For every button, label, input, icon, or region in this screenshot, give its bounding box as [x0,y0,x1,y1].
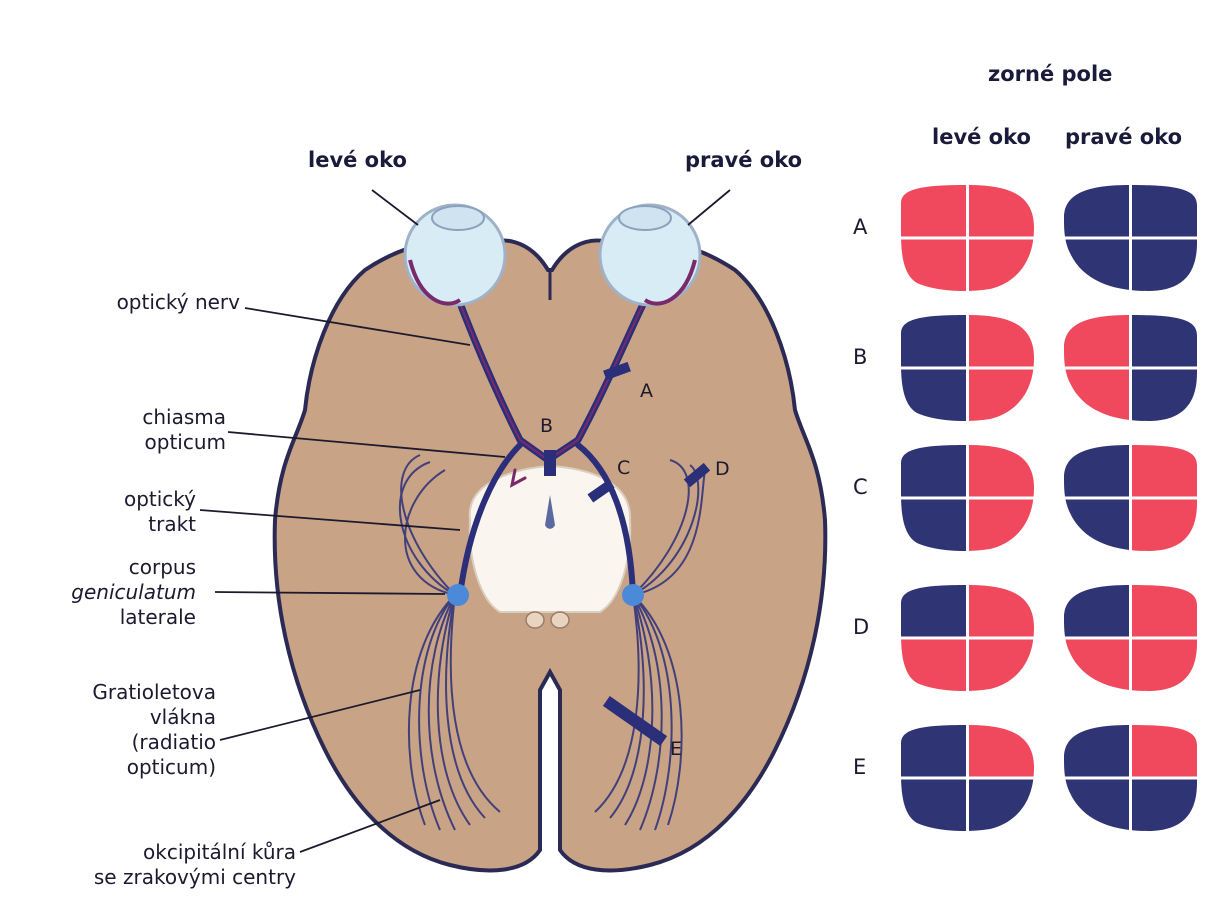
field-quadrant [968,238,1041,293]
right-eye-column-title: pravé oko [1065,125,1182,149]
gratiolet-line-3: (radiatio [92,730,216,755]
right-eye [600,205,700,305]
chiasma-line-1: chiasma [142,405,226,430]
field-row-label: D [853,615,869,639]
left-eye [405,205,505,305]
lesion-b-label: B [540,415,553,437]
field-quadrant [1131,313,1204,368]
lesion-e-label: E [670,738,682,760]
gratiolet-line-4: opticum) [92,755,216,780]
optic-tract-line-2: trakt [124,512,196,537]
occipital-line-2: se zrakovými centry [94,865,296,890]
visual-field-left-eye [895,443,1040,553]
field-quadrant [895,443,968,498]
field-quadrant [895,238,968,293]
field-quadrant [968,368,1041,423]
field-quadrant [1058,638,1131,693]
lgn-line-3: laterale [71,605,196,630]
chiasma-line-2: opticum [142,430,226,455]
mammillary-body-left [526,612,544,628]
visual-field-left-eye [895,183,1040,293]
field-quadrant [968,638,1041,693]
field-quadrant [1058,498,1131,553]
optic-nerve-label: optický nerv [117,290,240,315]
field-quadrant [895,723,968,778]
field-quadrant [1058,778,1131,833]
field-quadrant [1058,313,1131,368]
field-row-label: B [853,345,867,369]
lgn-line-1: corpus [71,555,196,580]
field-quadrant [968,443,1041,498]
field-quadrant [1131,778,1204,833]
field-quadrant [968,723,1041,778]
visual-field-left-eye [895,583,1040,693]
field-quadrant [895,183,968,238]
field-quadrant [1131,183,1204,238]
occipital-line-1: okcipitální kůra [94,840,296,865]
optic-tract-line-1: optický [124,487,196,512]
field-quadrant [895,778,968,833]
field-row-label: C [853,475,868,499]
field-quadrant [968,498,1041,553]
visual-field-right-eye [1058,583,1203,693]
field-row-label: E [853,755,866,779]
left-eye-column-title: levé oko [932,125,1031,149]
optic-nerve-text: optický nerv [117,290,240,314]
visual-field-right-eye [1058,183,1203,293]
field-quadrant [1131,443,1204,498]
field-quadrant [968,583,1041,638]
field-quadrant [968,183,1041,238]
field-row-label: A [853,215,867,239]
gratiolet-label: Gratioletova vlákna (radiatio opticum) [92,680,216,780]
lgn-left [447,584,469,606]
field-quadrant [895,368,968,423]
left-eye-label: levé oko [308,148,407,172]
gratiolet-line-1: Gratioletova [92,680,216,705]
field-quadrant [1058,723,1131,778]
field-quadrant [1131,723,1204,778]
visual-field-title: zorné pole [988,62,1112,86]
lesion-b-marker [544,450,556,476]
lesion-a-label: A [640,380,653,402]
gratiolet-line-2: vlákna [92,705,216,730]
mammillary-body-right [551,612,569,628]
lesion-d-label: D [715,458,730,480]
visual-field-left-eye [895,313,1040,423]
lgn-right [622,584,644,606]
field-quadrant [1058,443,1131,498]
field-quadrant [1058,183,1131,238]
lgn-label: corpus geniculatum laterale [71,555,196,630]
field-quadrant [1131,238,1204,293]
optic-tract-label: optický trakt [124,487,196,537]
field-quadrant [895,583,968,638]
lgn-line-2: geniculatum [71,580,196,605]
field-quadrant [1058,238,1131,293]
field-quadrant [1131,583,1204,638]
field-quadrant [1058,368,1131,423]
visual-field-right-eye [1058,313,1203,423]
visual-field-left-eye [895,723,1040,833]
right-eye-label: pravé oko [685,148,802,172]
field-quadrant [1131,368,1204,423]
field-quadrant [895,498,968,553]
lesion-c-label: C [617,457,630,479]
chiasma-label: chiasma opticum [142,405,226,455]
field-quadrant [1131,498,1204,553]
field-quadrant [968,313,1041,368]
visual-field-right-eye [1058,723,1203,833]
field-quadrant [895,313,968,368]
field-quadrant [895,638,968,693]
field-quadrant [1131,638,1204,693]
occipital-label: okcipitální kůra se zrakovými centry [94,840,296,890]
field-quadrant [1058,583,1131,638]
visual-field-right-eye [1058,443,1203,553]
field-quadrant [968,778,1041,833]
